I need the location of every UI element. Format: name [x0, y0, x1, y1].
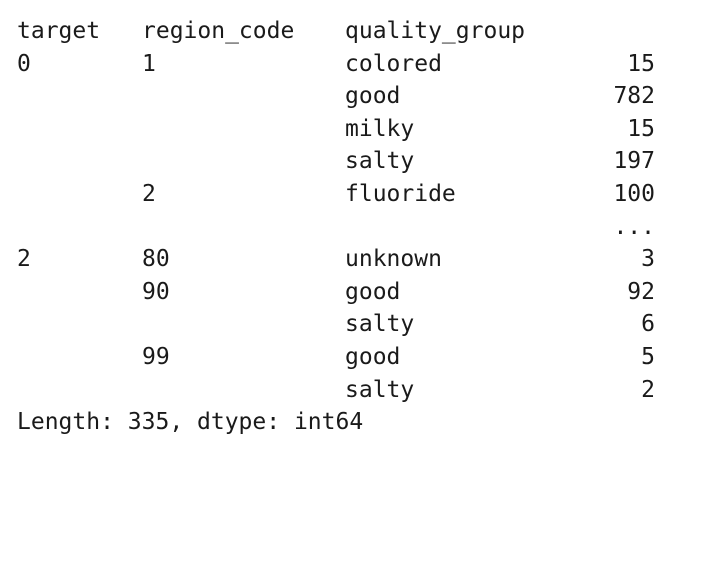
region-code-cell: 80: [142, 246, 170, 273]
table-row: 0 1 colored 15: [17, 48, 697, 81]
quality-group-cell: fluoride: [345, 180, 456, 207]
table-row: 2 fluoride 100: [17, 178, 697, 211]
count-cell: 6: [641, 311, 655, 338]
quality-group-cell: good: [345, 83, 401, 110]
target-cell: 0: [17, 50, 31, 77]
header-quality-group: quality_group: [345, 18, 526, 44]
header-region-code: region_code: [142, 18, 295, 44]
count-cell: 92: [627, 278, 655, 305]
region-code-cell: 90: [142, 278, 170, 305]
quality-group-cell: good: [345, 343, 401, 370]
footer-row: Length: 335, dtype: int64: [17, 406, 697, 439]
count-cell: 100: [613, 180, 655, 207]
quality-group-cell: good: [345, 278, 401, 305]
count-cell: 3: [641, 246, 655, 273]
ellipsis-row: ...: [17, 211, 697, 244]
quality-group-cell: colored: [345, 50, 442, 77]
region-code-cell: 1: [142, 50, 156, 77]
count-cell: 15: [627, 115, 655, 142]
table-row: 2 80 unknown 3: [17, 243, 697, 276]
target-cell: 2: [17, 246, 31, 273]
table-row: salty 6: [17, 308, 697, 341]
count-cell: 5: [641, 343, 655, 370]
count-cell: 15: [627, 50, 655, 77]
count-cell: 782: [613, 83, 655, 110]
quality-group-cell: unknown: [345, 246, 442, 273]
count-cell: 2: [641, 376, 655, 403]
region-code-cell: 2: [142, 180, 156, 207]
quality-group-cell: salty: [345, 376, 415, 403]
table-row: salty 197: [17, 145, 697, 178]
header-row: target region_code quality_group: [17, 15, 697, 48]
series-summary: Length: 335, dtype: int64: [17, 409, 364, 436]
table-row: 99 good 5: [17, 341, 697, 374]
quality-group-cell: salty: [345, 148, 415, 175]
ellipsis-cell: ...: [613, 213, 655, 240]
quality-group-cell: salty: [345, 311, 415, 338]
series-output: target region_code quality_group 0 1 col…: [17, 15, 697, 439]
table-row: 90 good 92: [17, 276, 697, 309]
region-code-cell: 99: [142, 343, 170, 370]
table-row: milky 15: [17, 113, 697, 146]
count-cell: 197: [613, 148, 655, 175]
quality-group-cell: milky: [345, 115, 415, 142]
table-row: good 782: [17, 80, 697, 113]
table-row: salty 2: [17, 374, 697, 407]
header-target: target: [17, 18, 101, 44]
